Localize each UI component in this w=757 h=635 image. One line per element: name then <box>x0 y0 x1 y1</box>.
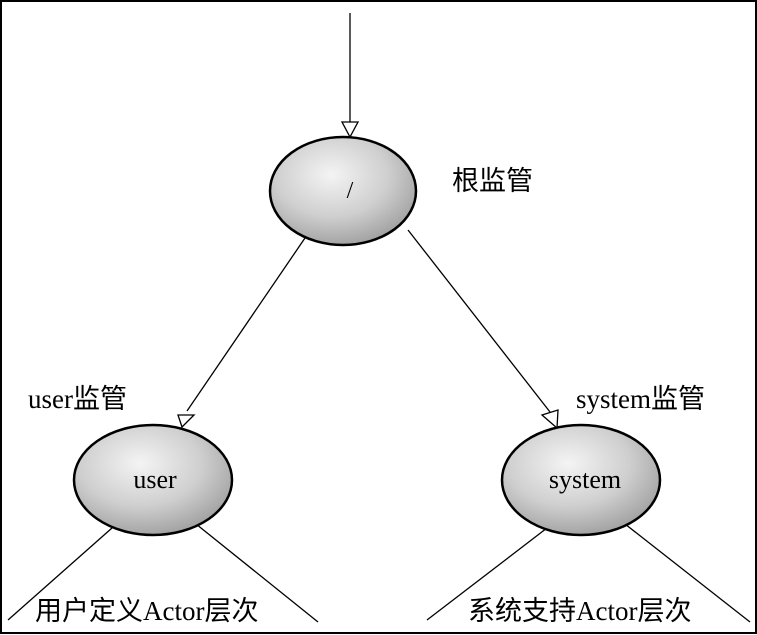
arrowhead-icon <box>340 121 360 139</box>
user-node-label: user <box>133 465 177 494</box>
user-node-caption: user监管 <box>28 384 127 414</box>
root-node-label: / <box>347 178 354 204</box>
edge-root-to-user <box>177 237 306 429</box>
incoming-arrow <box>340 13 360 139</box>
arrowhead-icon <box>177 414 196 429</box>
user-node: user <box>72 423 234 537</box>
edge-root-to-system <box>407 229 559 430</box>
system-subtree-caption: 系统支持Actor层次 <box>468 596 691 626</box>
system-subtree-lines <box>426 523 751 623</box>
root-node-caption: 根监管 <box>452 166 533 196</box>
user-subtree-caption: 用户定义Actor层次 <box>35 596 258 626</box>
arrowhead-icon <box>540 409 559 430</box>
system-node-caption: system监管 <box>576 384 705 414</box>
system-node: system <box>500 423 662 537</box>
system-node-label: system <box>549 465 621 494</box>
user-subtree-lines <box>7 523 319 623</box>
root-node: / <box>268 135 418 247</box>
